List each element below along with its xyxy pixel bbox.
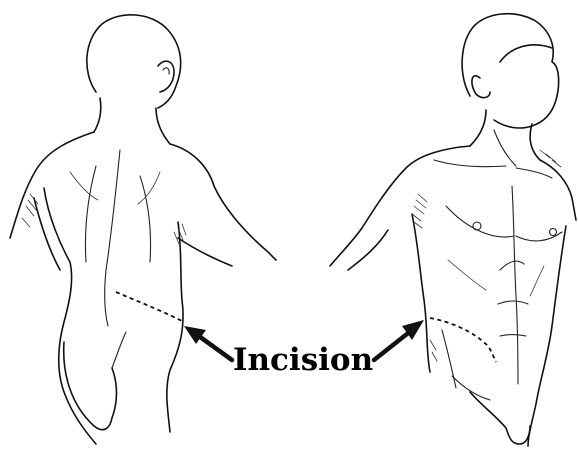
front-head-outline: [462, 14, 559, 128]
back-spine-line: [105, 150, 120, 326]
back-incision-line: [116, 292, 184, 322]
back-neck: [94, 98, 170, 144]
back-buttocks: [64, 342, 117, 430]
front-right-nipple: [550, 229, 557, 236]
front-view-figure: [330, 14, 576, 446]
front-ear: [472, 76, 490, 98]
front-clavicles: [434, 160, 552, 178]
front-right-shoulder-arm: [540, 160, 576, 220]
front-midline: [512, 186, 518, 384]
front-pectorals: [446, 206, 562, 241]
front-left-nipple: [473, 222, 481, 230]
front-torso-right: [528, 226, 566, 446]
back-torso-right: [167, 222, 183, 432]
front-incision-arrow-shaft: [374, 330, 412, 360]
incision-label: Incision: [233, 340, 373, 380]
front-groin: [470, 392, 530, 444]
front-incision-line: [430, 318, 496, 362]
front-torso-left: [412, 214, 430, 372]
back-incision-arrow-shaft: [196, 334, 232, 360]
back-torso-left: [44, 188, 96, 444]
back-ear: [158, 61, 174, 92]
